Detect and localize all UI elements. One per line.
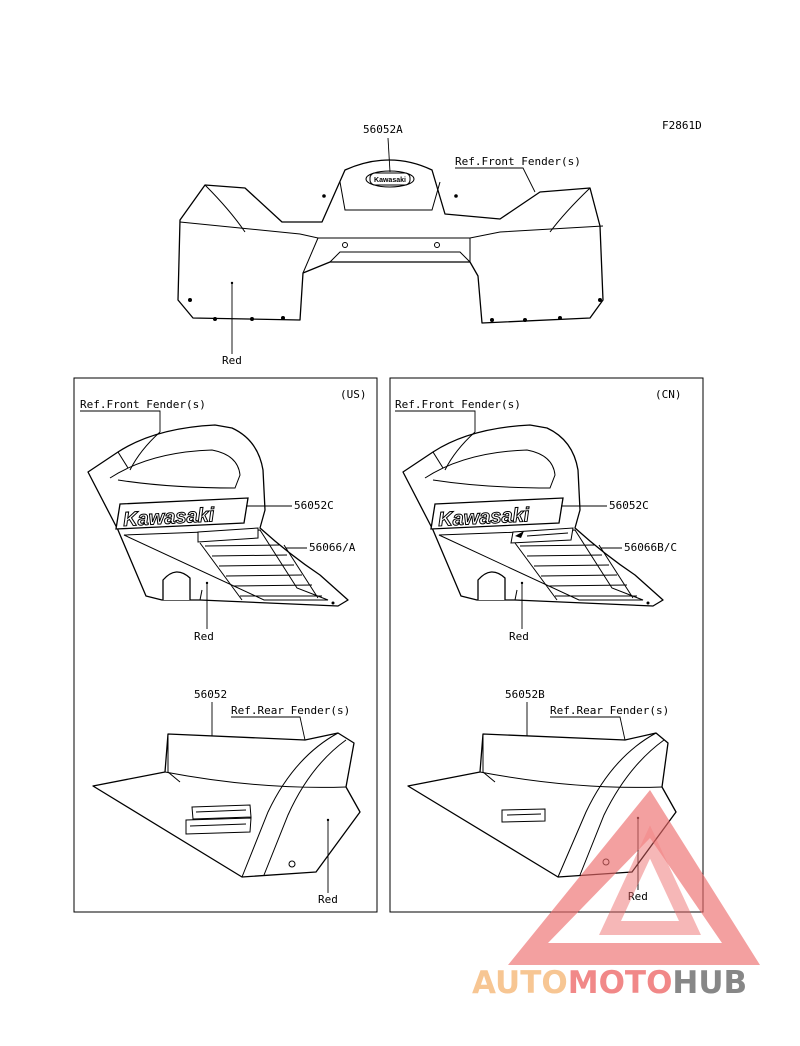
watermark-part2: MOTO bbox=[568, 965, 673, 1001]
emblem-text: Kawasaki bbox=[374, 177, 406, 184]
cn-kawasaki-logo: Kawasaki bbox=[430, 497, 564, 531]
top-part-label: 56052A bbox=[363, 123, 403, 136]
us-logo-part-label: 56052C bbox=[294, 499, 334, 512]
us-stripe-decal bbox=[123, 527, 329, 601]
us-kawasaki-logo: Kawasaki bbox=[115, 497, 249, 531]
cn-rear-fender bbox=[407, 732, 677, 878]
cn-front-color-label: Red bbox=[509, 630, 529, 643]
us-rear-emblem bbox=[185, 804, 252, 835]
us-front-color-label: Red bbox=[194, 630, 214, 643]
us-rear-fender bbox=[92, 732, 361, 878]
cn-logo-text: Kawasaki bbox=[438, 504, 531, 531]
us-logo-text: Kawasaki bbox=[123, 504, 216, 531]
cn-ref-front-label: Ref.Front Fender(s) bbox=[395, 398, 521, 411]
top-color-label: Red bbox=[222, 354, 242, 367]
cn-logo-part-label: 56052C bbox=[609, 499, 649, 512]
watermark-triangle-icon bbox=[508, 790, 760, 965]
us-ref-rear-label: Ref.Rear Fender(s) bbox=[231, 704, 350, 717]
figure-code: F2861D bbox=[662, 119, 702, 132]
cn-stripe-decal bbox=[438, 527, 644, 601]
us-ref-front-label: Ref.Front Fender(s) bbox=[80, 398, 206, 411]
cn-panel bbox=[389, 377, 704, 913]
us-rear-part-label: 56052 bbox=[194, 688, 227, 701]
front-fender-top: Kawasaki bbox=[177, 159, 604, 324]
us-rear-color-label: Red bbox=[318, 893, 338, 906]
us-panel bbox=[73, 377, 378, 913]
us-region-label: (US) bbox=[340, 388, 367, 401]
cn-region-label: (CN) bbox=[655, 388, 682, 401]
fender-emblem bbox=[369, 172, 411, 186]
cn-ref-rear-label: Ref.Rear Fender(s) bbox=[550, 704, 669, 717]
top-ref-label: Ref.Front Fender(s) bbox=[455, 155, 581, 168]
watermark-part3: HUB bbox=[672, 965, 747, 1001]
us-decal-part-label: 56066/A bbox=[309, 541, 356, 554]
cn-rear-color-label: Red bbox=[628, 890, 648, 903]
watermark: AUTOMOTOHUB bbox=[472, 790, 760, 1001]
watermark-text: AUTOMOTOHUB bbox=[472, 965, 747, 1001]
cn-rear-emblem bbox=[501, 808, 546, 823]
cn-decal-part-label: 56066B/C bbox=[624, 541, 677, 554]
cn-rear-part-label: 56052B bbox=[505, 688, 545, 701]
watermark-part1: AUTO bbox=[472, 965, 568, 1001]
